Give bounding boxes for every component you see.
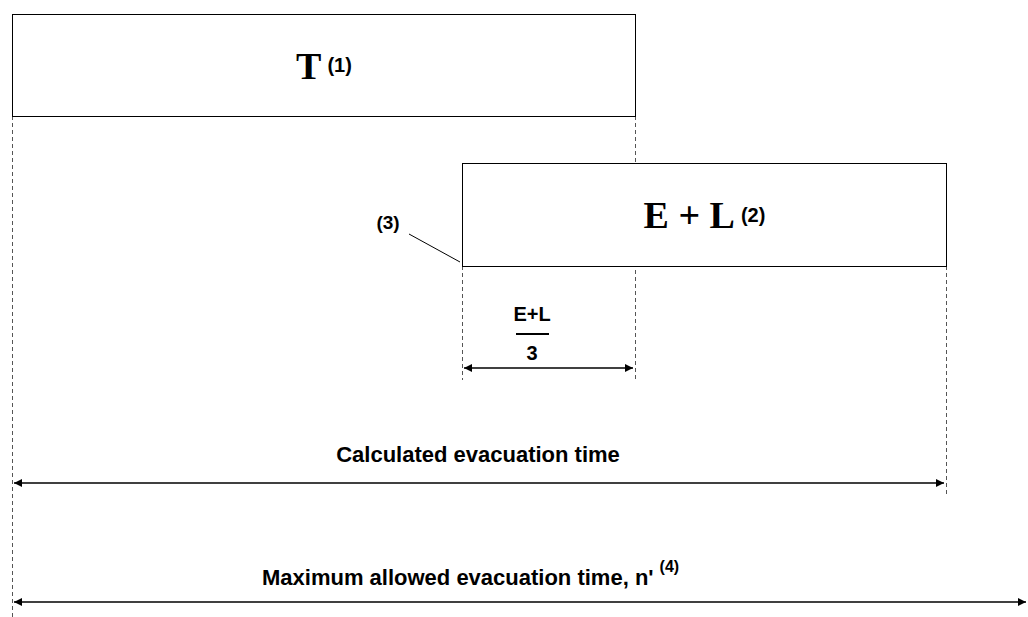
guide-line <box>12 116 13 617</box>
callout-number: (3) <box>376 213 399 232</box>
box-label: E + L <box>644 193 735 237</box>
dimension-label: Calculated evacuation time <box>336 444 620 466</box>
time-box: T (1) <box>12 14 636 117</box>
callout-number: (1) <box>327 54 351 77</box>
box-label: T <box>296 44 321 88</box>
time-box: E + L (2) <box>462 163 947 267</box>
dimension-arrow <box>464 367 633 369</box>
dimension-arrow <box>14 601 1026 603</box>
guide-line <box>946 266 947 497</box>
dimension-arrow <box>14 482 944 484</box>
fraction-numerator: E+L <box>513 304 550 324</box>
guide-line <box>462 266 463 380</box>
fraction-bar <box>516 333 549 335</box>
callout-number: (4) <box>660 559 680 575</box>
leader-line <box>409 234 460 262</box>
dimension-label: Maximum allowed evacuation time, n' <box>262 567 654 589</box>
callout-number: (2) <box>741 204 765 227</box>
dashed-guides <box>13 116 947 617</box>
fraction-denominator: 3 <box>526 343 537 363</box>
